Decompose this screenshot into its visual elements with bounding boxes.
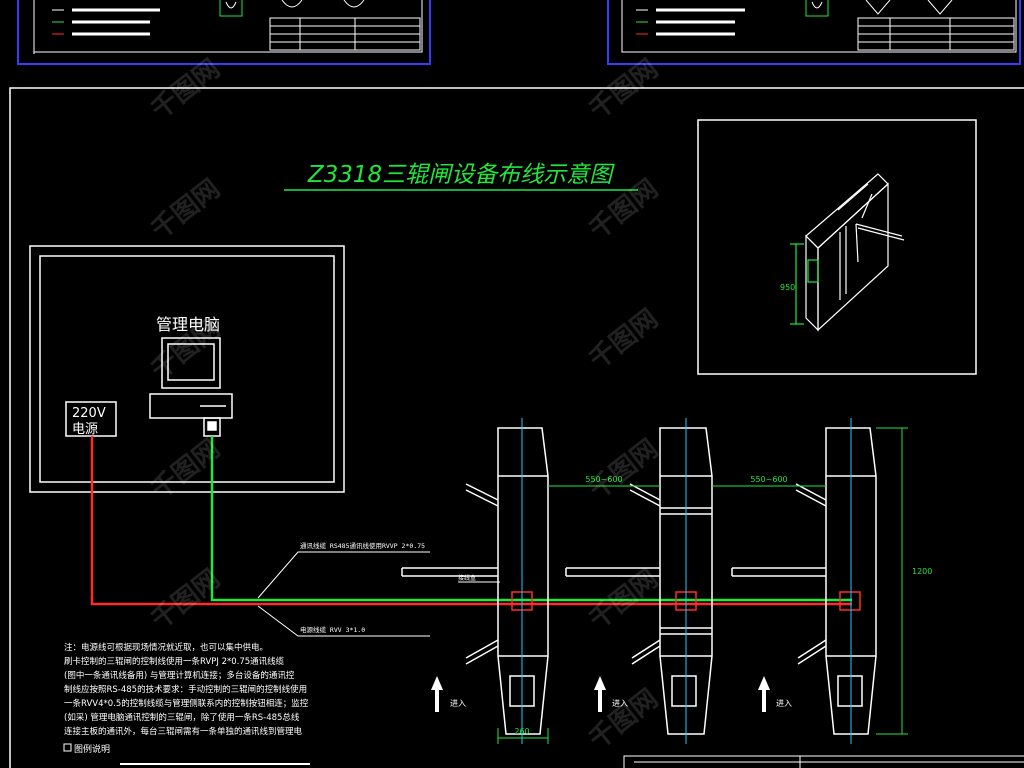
legend-marker [63,743,72,752]
entry-label-3: 进入 [776,699,792,708]
inset-frame [697,119,977,375]
note-line-6: (如采) 管理电脑通讯控制的三辊闸，除了使用一条RS-485总线 [64,712,300,723]
inset-dim-height: 950 [780,283,795,292]
note-line-1: 注：电源线可根据现场情况就近取，也可以集中供电。 [64,642,268,653]
junction-box-3 [839,591,861,611]
cable-label-bottom: 电源线缆 RVV 3*1.0 [300,625,365,634]
turnstile-1 [401,427,549,735]
turnstile-3d-icon [790,173,905,332]
thumbnail-sheet-right [607,0,1021,65]
note-line-4: 制线应按照RS-485的技术要求：手动控制的三辊闸的控制线使用 [64,684,307,695]
thumbnail-sheet-left [17,0,431,65]
power-label-text: 电源 [72,422,98,437]
legend-label: 图例说明 [74,743,110,755]
main-sheet-border [9,87,1024,768]
watermark-11: 千图网 [584,684,664,756]
notes-block: 注：电源线可根据现场情况就近取，也可以集中供电。 刷卡控制的三辊闸的控制线使用一… [64,642,309,737]
note-line-7: 连接主板的通讯外，每台三辊闸需有一条单独的通讯线到管理电 [64,726,303,737]
watermark-5: 千图网 [584,304,664,376]
turnstile-3 [731,427,877,735]
dim-width: 260 [514,727,529,736]
watermark-4: 千图网 [146,174,226,246]
entry-label-1: 进入 [450,699,466,708]
entry-arrow-3 [758,676,770,712]
power-label-voltage: 220V [72,406,106,421]
note-line-2: 刷卡控制的三辊闸的控制线使用一条RVPJ 2*0.75通讯线缆 [64,656,285,667]
entry-label-2: 进入 [612,699,628,708]
control-room-box [29,245,345,493]
signal-cable [210,436,852,602]
power-cable [90,436,852,606]
center-axes [521,418,852,744]
dim-spacing-2: 550~600 [750,475,787,484]
junction-label: 接线盒 [458,574,476,582]
dim-spacing-1: 550~600 [585,475,622,484]
computer-label: 管理电脑 [156,315,220,334]
watermark-7: 千图网 [584,434,664,506]
cable-leaders [257,551,430,637]
note-line-5: 一条RVV4*0.5的控制线缆与管理侧联系内的控制按钮相连；监控 [64,698,309,709]
computer-icon [149,337,233,437]
cable-label-top: 通讯线缆 RS485通讯线使用RVVP 2*0.75 [300,541,425,550]
drawing-title: Z3318三辊闸设备布线示意图 [307,162,615,188]
entry-arrow-2 [594,676,606,712]
entry-arrow-1 [431,676,443,712]
note-line-3: (图中一条通讯线备用) 与管理计算机连接；多台设备的通讯控 [64,670,295,681]
dim-height: 1200 [912,567,932,576]
title-block-edge [623,755,1024,768]
watermark-8: 千图网 [146,434,226,506]
dimension-lines [497,427,908,744]
